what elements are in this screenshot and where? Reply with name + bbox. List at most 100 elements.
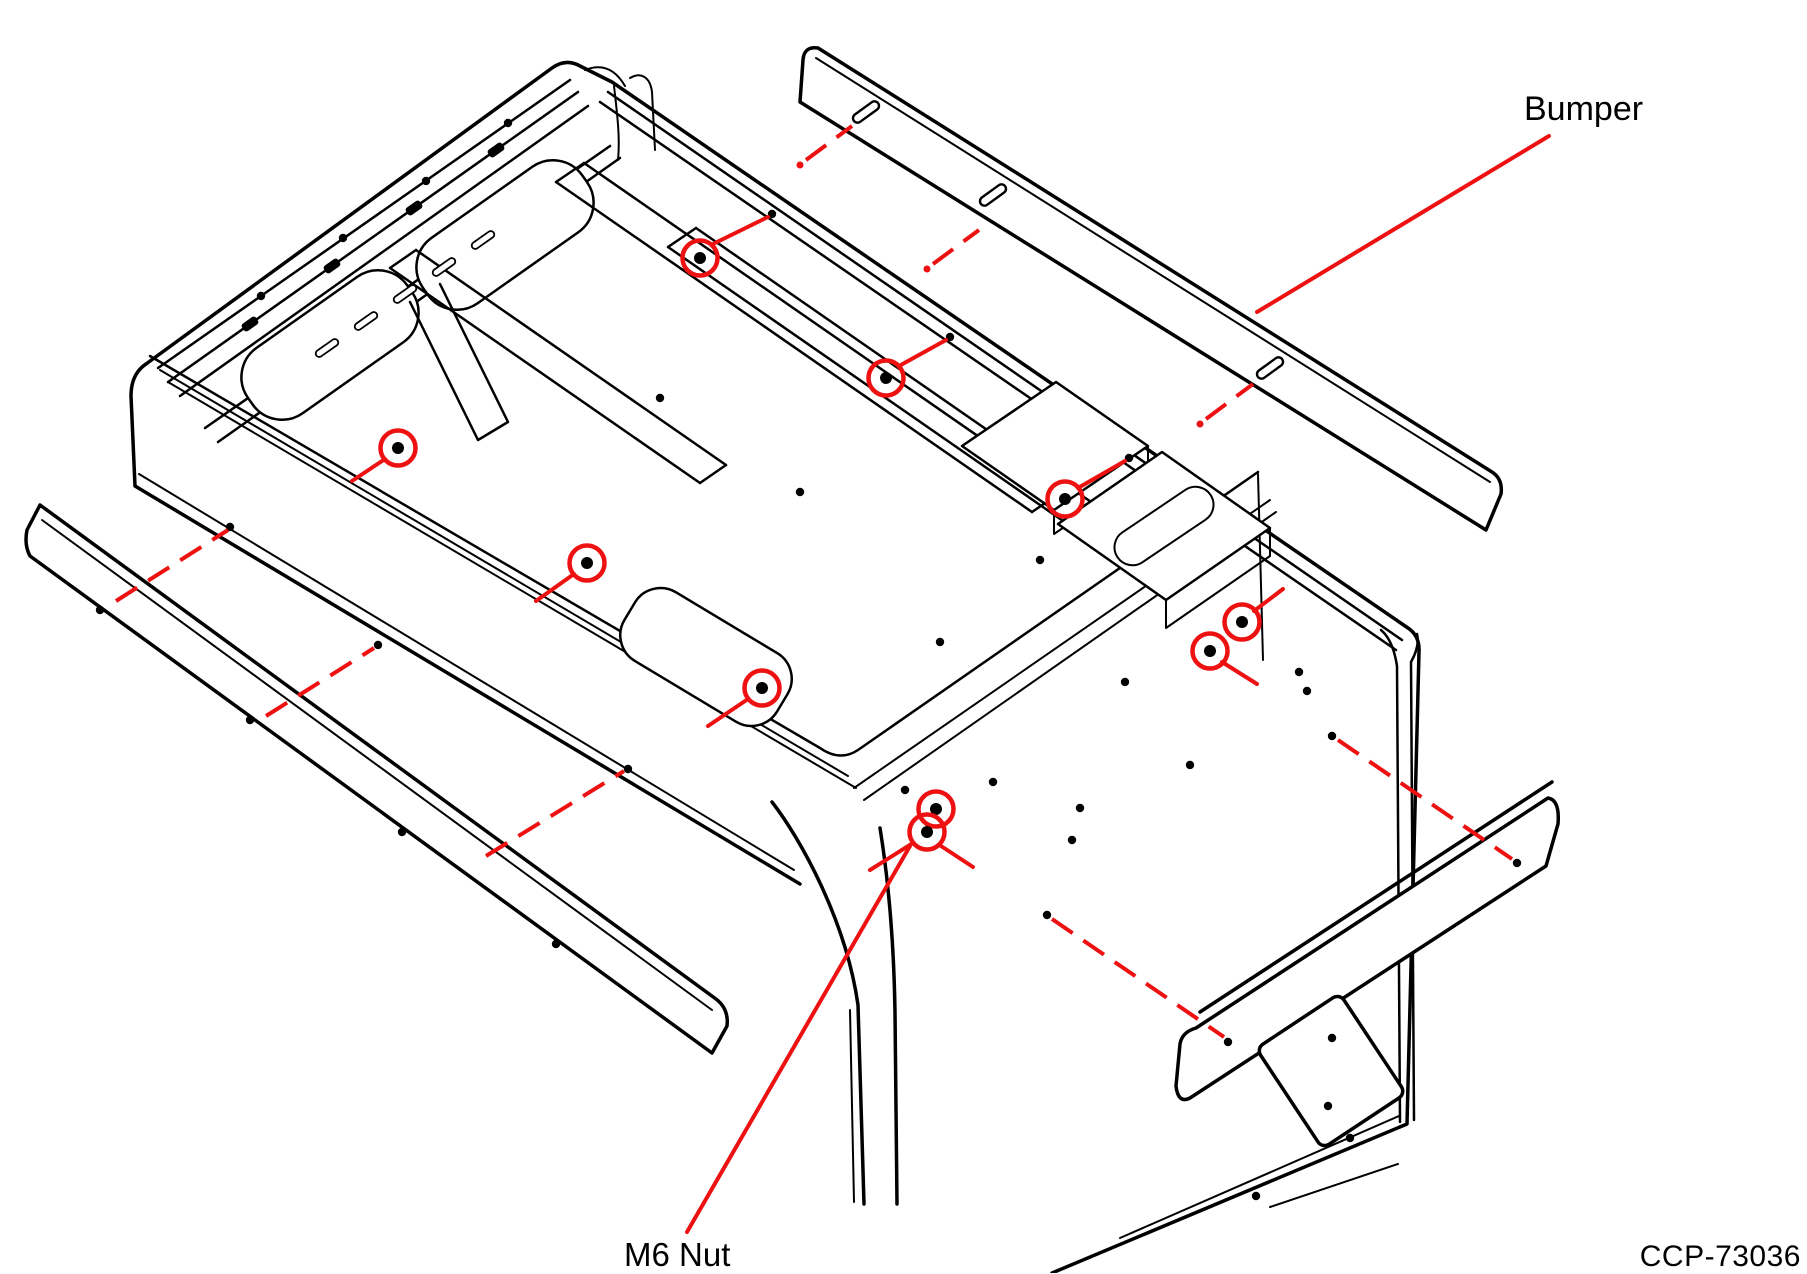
leader-line	[1220, 660, 1259, 686]
m6-nut-dot	[392, 442, 404, 454]
hole-dot	[655, 393, 665, 403]
beam-1	[666, 226, 1158, 568]
hole-dot	[1185, 760, 1195, 770]
hole-dot	[1223, 1037, 1233, 1047]
m6-nut-marker	[866, 358, 906, 398]
hole-dot	[1042, 910, 1052, 920]
red-annotation-layer	[114, 124, 1551, 1234]
hole-dot	[945, 332, 955, 342]
m6-nut-marker	[1190, 631, 1230, 671]
hole-dot	[338, 233, 348, 243]
hole-dot	[256, 291, 266, 301]
hole-dot	[373, 640, 383, 650]
m6-nut-marker	[916, 789, 956, 829]
hole-dot	[1327, 1033, 1337, 1043]
m6-nut-marker	[1222, 602, 1262, 642]
m6-nut-label: M6 Nut	[624, 1236, 731, 1273]
m6-nut-marker	[378, 428, 418, 468]
hole-dot	[503, 118, 513, 128]
rail-clip	[241, 316, 259, 332]
leader-line	[685, 844, 912, 1234]
m6-nut-marker	[1045, 479, 1085, 519]
alignment-dashed-line	[1336, 738, 1514, 861]
bumper-right-window	[1257, 994, 1405, 1148]
hole-dot	[421, 176, 431, 186]
m6-nut-dot	[756, 682, 768, 694]
hole-dot	[1323, 1101, 1333, 1111]
chassis-outline	[144, 60, 1421, 1273]
leader-line	[1252, 587, 1285, 613]
chassis-line-art	[129, 60, 1421, 1273]
hole-dot	[900, 785, 910, 795]
hole-dot	[1075, 803, 1085, 813]
hole-dot	[935, 637, 945, 647]
bottom-right-inner	[1119, 1115, 1400, 1239]
m6-nut-marker	[567, 543, 607, 583]
hole-dot	[1512, 858, 1522, 868]
front-pillar-inner	[849, 1009, 855, 1203]
m6-nut-dot	[1236, 616, 1248, 628]
part-number-label: CCP-73036	[1639, 1240, 1801, 1273]
bumper-slot	[851, 100, 881, 124]
bumper-parts	[24, 46, 1561, 1148]
hole-dot	[95, 605, 105, 615]
m6-nut-dot	[581, 557, 593, 569]
rail-slot	[431, 257, 457, 277]
t-bracket-stem	[408, 282, 510, 442]
floor-fold-lines	[159, 369, 1277, 801]
hole-dot	[767, 209, 777, 219]
hole-dot	[1251, 1191, 1261, 1201]
rail-slot	[353, 311, 379, 331]
alignment-dashed-line	[1050, 917, 1226, 1039]
m6-nut-dot	[1059, 493, 1071, 505]
bracket-b-skirt	[1165, 527, 1271, 629]
floor-left-edge	[148, 354, 1260, 757]
rear-rail-channel	[156, 78, 622, 444]
hole-dot	[1294, 667, 1304, 677]
hole-dot	[1035, 555, 1045, 565]
hole-dot	[795, 487, 805, 497]
hole-dot	[397, 827, 407, 837]
m6-nut-dot	[930, 803, 942, 815]
leader-line	[939, 844, 975, 869]
rail-slot	[392, 284, 418, 304]
alignment-dashed-line	[804, 124, 854, 162]
alignment-dot	[923, 265, 931, 273]
rail-clip	[487, 142, 505, 158]
front-pillar	[770, 800, 899, 1206]
left-wall-rim	[129, 362, 802, 886]
m6-nut-marker	[742, 668, 782, 708]
m6-nut-marker	[907, 812, 947, 852]
bumper-slot	[978, 183, 1008, 207]
leader-line	[350, 457, 387, 483]
bumper-right-flange	[1198, 780, 1554, 1014]
rail-clip	[405, 200, 423, 216]
hole-dot	[1120, 677, 1130, 687]
alignment-dot	[796, 161, 804, 169]
hole-dots-layer	[95, 100, 1522, 1201]
rail-slot	[314, 338, 340, 358]
beam-3	[388, 248, 728, 485]
hole-dot	[988, 777, 998, 787]
hole-dot	[1345, 1133, 1355, 1143]
alignment-dashed-line	[114, 528, 230, 603]
hole-dot	[225, 522, 235, 532]
beam-2	[554, 161, 1062, 514]
m6-nut-dot	[694, 252, 706, 264]
hole-dot	[1327, 731, 1337, 741]
leader-line	[1076, 459, 1127, 490]
leader-line	[897, 338, 948, 368]
leader-line	[534, 572, 576, 603]
m6-nut-dot	[880, 372, 892, 384]
hole-dot	[1124, 453, 1134, 463]
bumper-slot	[1255, 356, 1285, 380]
alignment-dashed-line	[264, 646, 376, 718]
bumper-top-right-inner-line	[815, 57, 1491, 483]
hole-dot	[1067, 835, 1077, 845]
right-pillar	[1379, 628, 1419, 1124]
bracket-b-slot	[1113, 485, 1215, 567]
leader-line	[711, 215, 770, 246]
alignment-dashed-line	[1204, 382, 1255, 421]
rail-slot	[470, 230, 496, 250]
